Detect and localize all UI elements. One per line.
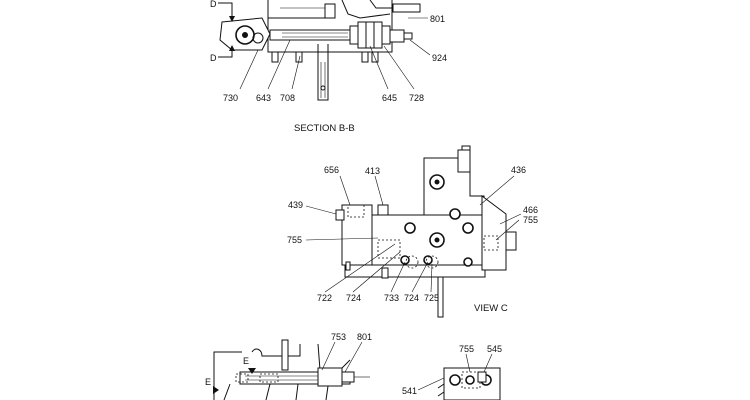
section-e-mark-left: E — [205, 377, 211, 387]
part-label-755-left: 755 — [287, 235, 302, 245]
part-label-755-bottom: 755 — [459, 344, 474, 354]
part-label-722: 722 — [317, 293, 332, 303]
part-label-413: 413 — [365, 166, 380, 176]
part-label-436: 436 — [511, 165, 526, 175]
section-bb-mark-top: D — [210, 0, 217, 9]
section-bb-caption: SECTION B-B — [294, 123, 355, 134]
part-label-724-right: 724 — [404, 293, 419, 303]
part-label-753: 753 — [331, 332, 346, 342]
bottom-right-drawing — [417, 353, 501, 400]
part-label-466: 466 — [523, 205, 538, 215]
part-label-801-bottom: 801 — [357, 332, 372, 342]
part-label-645: 645 — [382, 93, 397, 103]
section-bb-drawing — [218, 0, 431, 101]
view-c-drawing — [305, 145, 522, 318]
part-label-801-top: 801 — [430, 14, 445, 24]
part-label-725: 725 — [424, 293, 439, 303]
part-label-708: 708 — [280, 93, 295, 103]
part-label-656: 656 — [324, 165, 339, 175]
part-label-545: 545 — [487, 344, 502, 354]
part-label-728: 728 — [409, 93, 424, 103]
part-label-541: 541 — [402, 386, 417, 396]
section-e-mark-top: E — [243, 356, 249, 366]
view-c-caption: VIEW C — [474, 303, 508, 314]
part-label-924: 924 — [432, 53, 447, 63]
part-label-643: 643 — [256, 93, 271, 103]
part-label-724-left: 724 — [346, 293, 361, 303]
part-label-730: 730 — [223, 93, 238, 103]
bottom-left-drawing — [213, 339, 370, 400]
part-label-755-right: 755 — [523, 215, 538, 225]
part-label-439: 439 — [288, 200, 303, 210]
section-bb-mark-bottom: D — [210, 53, 217, 63]
part-label-733: 733 — [384, 293, 399, 303]
